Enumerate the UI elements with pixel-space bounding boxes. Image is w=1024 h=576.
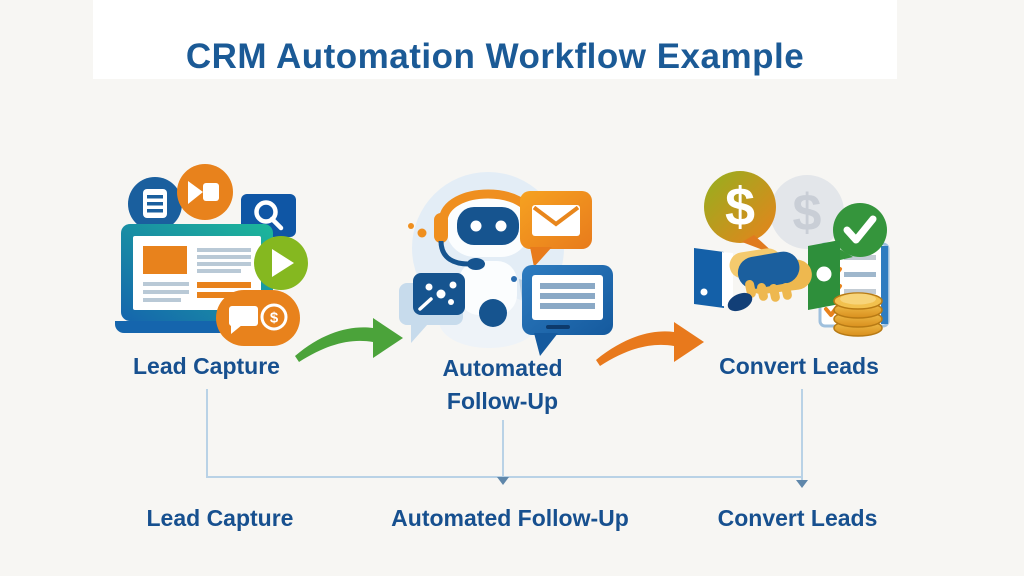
timeline-arrowhead-right-icon [796, 480, 808, 488]
lead-capture-illustration: $ [113, 162, 310, 349]
check-bubble-icon [833, 203, 887, 261]
timeline-drop-line-left [206, 389, 208, 477]
dollar-bubble-icon: $ [704, 171, 776, 255]
automated-followup-illustration [393, 163, 620, 360]
email-bubble-icon [520, 191, 592, 267]
handshake-icon [694, 240, 840, 312]
document-icon [128, 177, 182, 231]
gray-dollar-icon: $ [770, 175, 844, 249]
arrow-followup-to-convert-icon [594, 320, 706, 370]
title-band: CRM Automation Workflow Example [93, 0, 897, 79]
stage-label-lead-capture: Lead Capture [133, 353, 280, 379]
timeline-label-automated-followup: Automated Follow-Up [391, 505, 629, 531]
timeline-drop-line-middle [502, 420, 504, 477]
chat-dollar-icon: $ [216, 290, 300, 346]
coins-icon [833, 292, 883, 337]
timeline-arrowhead-middle-icon [497, 477, 509, 485]
message-bubble-icon [522, 265, 613, 356]
stage-label-convert-leads: Convert Leads [719, 353, 879, 379]
svg-text:$: $ [793, 184, 822, 242]
svg-text:$: $ [725, 177, 755, 237]
megaphone-icon [177, 164, 233, 220]
timeline-label-lead-capture: Lead Capture [146, 505, 294, 531]
timeline-drop-line-right [801, 389, 803, 481]
convert-leads-illustration: $ $ [688, 162, 905, 349]
laptop-icon [115, 224, 279, 333]
typing-bubble-icon [399, 273, 465, 343]
timeline-label-convert-leads: Convert Leads [717, 505, 878, 531]
page-title: CRM Automation Workflow Example [185, 37, 805, 76]
play-icon [254, 236, 308, 290]
stage-label-automated-followup: Automated Follow-Up [442, 355, 563, 415]
svg-text:$: $ [270, 310, 279, 327]
arrow-lead-to-followup-icon [293, 318, 405, 368]
